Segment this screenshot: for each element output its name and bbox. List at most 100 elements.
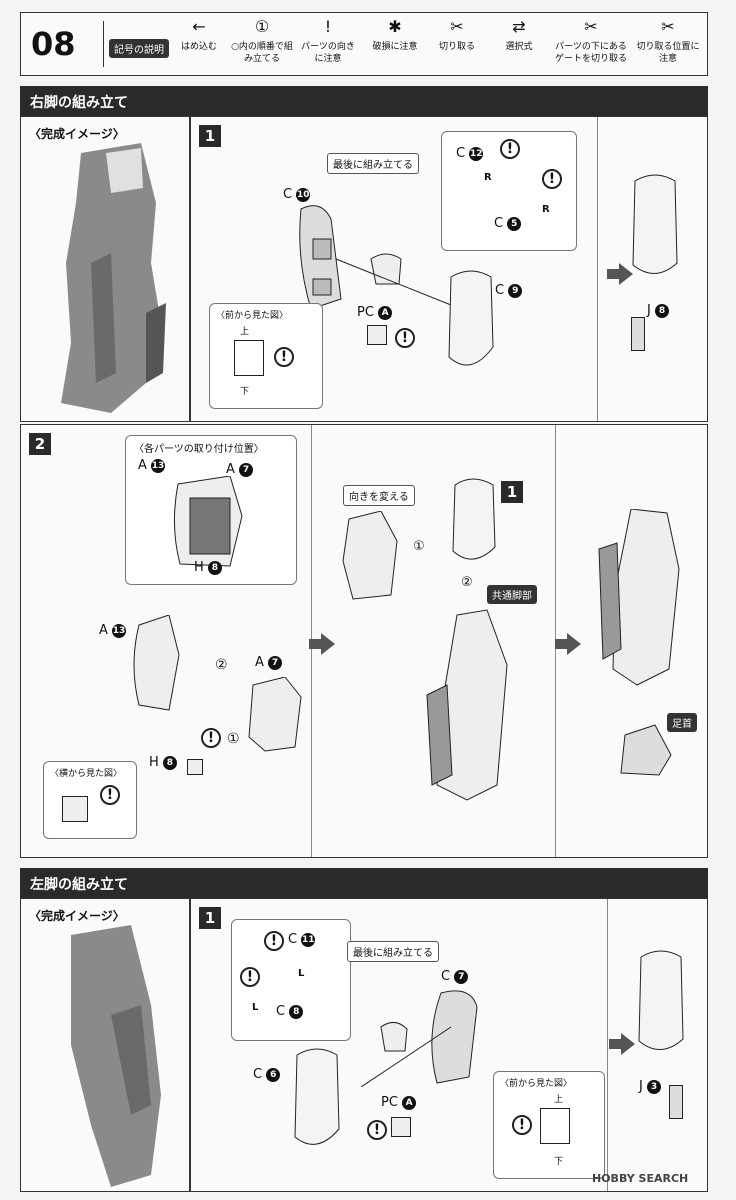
left-leg-preview-image — [71, 925, 161, 1187]
part-c12-label: C 12 — [456, 146, 484, 161]
next-arrow-icon — [609, 1033, 635, 1055]
scissors-icon: ✂ — [450, 17, 464, 36]
part-c6-label: C 6 — [253, 1067, 281, 1082]
left-leg-section-title: 左脚の組み立て — [20, 868, 708, 898]
step-divider — [597, 117, 598, 421]
step-divider — [607, 899, 608, 1191]
part-a7-drawing-label: A 7 — [255, 655, 283, 670]
caution-icon: ! — [395, 328, 415, 348]
part-j8-drawing — [631, 317, 645, 351]
legend-label: 破損に注意 — [372, 42, 418, 52]
next-arrow-icon — [555, 633, 581, 655]
part-c7-label: C 7 — [441, 969, 469, 984]
front-view-bottom-left: 下 — [554, 1157, 564, 1167]
right-leg-detail-callout: C 12 ! ! R R C 5 — [441, 131, 577, 251]
left-leg-detail-callout: ! C 11 L ! L C 8 — [231, 919, 351, 1041]
right-leg-step2-box: 2 〈各パーツの取り付け位置〉 A 13 A 7 H 8 A 13 ② A 7 … — [20, 424, 708, 858]
side-view-title: 〈横から見た図〉 — [50, 769, 123, 779]
part-a13-label: A 13 — [138, 458, 166, 473]
caution-icon: ! — [512, 1115, 532, 1135]
breakage-icon: ✱ — [388, 17, 402, 36]
legend-label: ○内の順番で組み立てる — [231, 42, 293, 64]
side-view-callout: 〈横から見た図〉 ! — [43, 761, 137, 839]
part-pca-label: PC A — [357, 305, 393, 320]
mount-positions-title: 〈各パーツの取り付け位置〉 — [134, 444, 264, 455]
circled-number-icon: ① — [254, 17, 270, 36]
header-legend-box: 08 記号の説明 ←はめ込む ①○内の順番で組み立てる !パーツの向きに注意 ✱… — [20, 12, 708, 76]
caution-icon: ! — [240, 967, 260, 987]
legend-label: 切り取る — [438, 42, 475, 52]
left-leg-assembled-drawing — [638, 950, 684, 1050]
part-c8-label: C 8 — [276, 1004, 304, 1019]
right-leg-preview-label: 〈完成イメージ〉 — [29, 127, 125, 141]
caution-icon: ! — [100, 785, 120, 805]
ankle-drawing — [620, 724, 672, 776]
part-h8-drawing — [187, 759, 203, 775]
caution-icon: ! — [367, 1120, 387, 1140]
part-j8-label: J 8 — [647, 303, 669, 318]
legend-label: はめ込む — [180, 42, 217, 52]
mount-positions-drawing — [173, 476, 243, 567]
caution-icon: ! — [500, 139, 520, 159]
front-view-bottom: 下 — [240, 387, 250, 397]
watermark: HOBBY SEARCH — [592, 1172, 689, 1185]
left-leg-part-c6-drawing — [294, 1048, 340, 1145]
front-view-part-left — [540, 1108, 570, 1144]
direction-part-drawing — [342, 511, 398, 600]
front-view-top-left: 上 — [554, 1095, 564, 1105]
r-mark-label: R — [542, 204, 550, 215]
r-mark-label: R — [484, 172, 492, 183]
ref-step-1-number: 1 — [501, 481, 523, 503]
common-leg-label: 共通脚部 — [487, 585, 537, 604]
part-j3-label: J 3 — [639, 1079, 661, 1094]
order-2-label: ② — [215, 657, 228, 673]
legend-item-choice: ⇄選択式 — [491, 19, 547, 53]
preview-divider — [189, 117, 191, 421]
part-pca-drawing — [367, 325, 387, 345]
header-divider — [103, 21, 104, 67]
gate-cut-icon: ✂ — [584, 17, 598, 36]
part-a7-label: A 7 — [226, 462, 254, 477]
page-number: 08 — [31, 25, 76, 63]
front-view-top: 上 — [240, 327, 250, 337]
right-leg-section-title: 右脚の組み立て — [20, 86, 708, 116]
legend-label: 切り取る位置に注意 — [636, 42, 700, 64]
part-j3-drawing — [669, 1085, 683, 1119]
front-view-title-left: 〈前から見た図〉 — [500, 1079, 573, 1089]
l-mark-label: L — [252, 1002, 259, 1013]
part-a13-drawing-label: A 13 — [99, 623, 127, 638]
legend-label: パーツの下にあるゲートを切り取る — [554, 42, 627, 64]
front-view-part — [234, 340, 264, 376]
part-pca-drawing-left — [391, 1117, 411, 1137]
front-view-title: 〈前から見た図〉 — [216, 311, 289, 321]
legend-item-insert: ← はめ込む — [169, 17, 229, 53]
left-leg-step1-box: 〈完成イメージ〉 1 ! C 11 L ! L C 8 最後に組み立てる C 7… — [20, 898, 708, 1192]
cut-position-icon: ✂ — [661, 17, 675, 36]
legend-item-cut-position: ✂ 切り取る位置に注意 — [633, 17, 703, 65]
change-direction-label: 向きを変える — [343, 485, 415, 506]
ankle-label: 足首 — [667, 713, 697, 732]
right-leg-part-c9-drawing — [448, 270, 494, 366]
legend-item-direction: !パーツの向きに注意 — [299, 19, 357, 65]
assemble-last-label: 最後に組み立てる — [327, 153, 419, 174]
mount-positions-callout: 〈各パーツの取り付け位置〉 A 13 A 7 H 8 — [125, 435, 297, 585]
legend-item-order: ① ○内の順番で組み立てる — [231, 17, 293, 65]
caution-icon: ! — [201, 728, 221, 748]
l-mark-label: L — [298, 968, 305, 979]
part-a7-drawing — [248, 677, 302, 752]
next-arrow-icon — [309, 633, 335, 655]
assemble-last-label-left: 最後に組み立てる — [347, 941, 439, 962]
caution-icon: ! — [542, 169, 562, 189]
left-leg-part-c7-drawing — [361, 990, 478, 1087]
right-leg-step2-number: 2 — [29, 433, 51, 455]
part-a13-drawing — [133, 615, 180, 711]
part-h8-label: H 8 — [194, 560, 222, 575]
arrow-left-icon: ← — [192, 17, 206, 36]
left-leg-preview-label: 〈完成イメージ〉 — [29, 909, 125, 923]
side-view-part — [62, 796, 88, 822]
preview-divider — [189, 899, 191, 1191]
next-arrow-icon — [607, 263, 633, 285]
part-pca-label-left: PC A — [381, 1095, 417, 1110]
legend-label: パーツの向きに注意 — [301, 42, 355, 64]
common-leg-drawing — [426, 609, 508, 801]
